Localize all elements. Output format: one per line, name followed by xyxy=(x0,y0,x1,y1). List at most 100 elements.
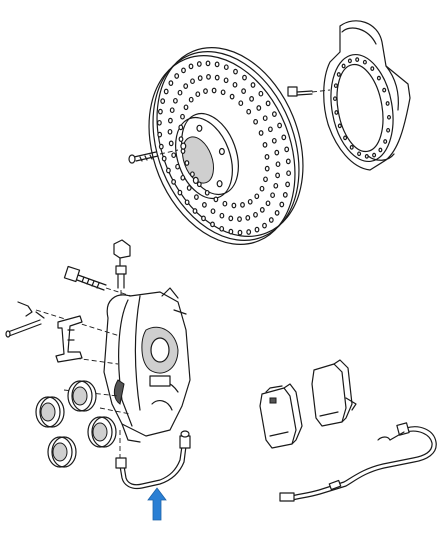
disc-hole xyxy=(172,97,178,104)
disc-hole xyxy=(171,179,177,185)
disc-hole xyxy=(256,105,262,111)
disc-hole xyxy=(262,115,268,122)
brake-pad-1 xyxy=(259,383,303,449)
blue-indicator-arrow xyxy=(147,487,167,521)
disc-hole xyxy=(233,68,238,75)
disc-hole xyxy=(273,182,279,189)
shield-hole xyxy=(337,123,342,129)
dust-shield-holes xyxy=(333,57,392,159)
disc-hole xyxy=(193,194,199,200)
shield-hole xyxy=(378,147,383,153)
hub-bolt-hole xyxy=(218,147,225,156)
disc-hole xyxy=(189,171,195,178)
disc-hole xyxy=(258,90,264,97)
disc-hole xyxy=(274,210,280,216)
disc-hole xyxy=(250,82,256,88)
disc-cross-drilled-holes xyxy=(156,60,292,236)
disc-hole xyxy=(263,176,268,183)
disc-hole xyxy=(258,130,264,136)
disc-hole xyxy=(219,225,225,232)
disc-hole xyxy=(157,108,163,115)
disc-hole xyxy=(192,208,198,214)
disc-hole xyxy=(228,215,234,222)
disc-hole xyxy=(272,111,277,117)
hub-bolt-hole xyxy=(196,124,203,132)
disc-hole xyxy=(157,131,163,138)
disc-hole xyxy=(165,167,171,174)
disc-hole xyxy=(180,113,185,120)
disc-hole xyxy=(279,201,285,208)
disc-hole xyxy=(254,226,260,233)
disc-hole xyxy=(246,108,252,115)
disc-hole xyxy=(246,229,252,235)
shield-hole xyxy=(341,63,346,69)
disc-hole xyxy=(184,160,190,166)
disc-hole xyxy=(205,60,211,67)
disc-hole xyxy=(167,128,173,135)
disc-hole xyxy=(201,202,207,208)
wear-sensor-cable xyxy=(279,422,437,502)
shield-hole xyxy=(386,127,391,133)
brake-pad-2 xyxy=(311,359,357,427)
disc-hole xyxy=(201,215,206,222)
disc-hole xyxy=(262,142,268,148)
brake-pads xyxy=(259,359,357,449)
disc-hole xyxy=(242,74,247,81)
disc-hole xyxy=(284,146,290,153)
disc-hole xyxy=(183,104,189,111)
disc-hole xyxy=(206,74,211,80)
disc-hole xyxy=(158,143,164,150)
disc-hole xyxy=(214,61,220,68)
disc-hole xyxy=(222,200,228,207)
disc-hole xyxy=(190,78,195,85)
disc-hole xyxy=(178,124,184,131)
shield-hole xyxy=(334,110,339,115)
disc-hole xyxy=(177,189,183,196)
disc-hole xyxy=(241,88,247,94)
caliper-mounting-bolt xyxy=(63,265,151,303)
disc-hole xyxy=(277,122,283,129)
hub-bolt-hole xyxy=(180,142,187,150)
disc-hole xyxy=(285,181,291,188)
disc-hole xyxy=(204,189,210,196)
disc-hole xyxy=(168,80,174,86)
disc-hole xyxy=(197,75,203,81)
disc-hole xyxy=(237,216,242,222)
disc-hole xyxy=(210,221,215,228)
retaining-pin xyxy=(5,301,45,338)
disc-hole xyxy=(238,100,244,107)
disc-hole xyxy=(282,192,288,198)
disc-hole xyxy=(253,118,259,125)
seal-ring-1 xyxy=(67,380,97,412)
brake-hose-line xyxy=(115,430,191,490)
shield-hole xyxy=(333,83,338,89)
shield-hole xyxy=(357,151,362,157)
disc-hole xyxy=(175,163,181,170)
disc-hole xyxy=(161,155,167,162)
disc-hole xyxy=(228,228,234,235)
shield-hole xyxy=(362,59,367,65)
disc-hole xyxy=(281,134,287,141)
disc-hole xyxy=(237,229,243,236)
disc-hole xyxy=(253,211,258,218)
disc-hole xyxy=(264,165,270,172)
seal-ring-3 xyxy=(87,416,117,448)
disc-hole xyxy=(180,174,186,181)
spreader-spring xyxy=(55,315,83,363)
disc-hole xyxy=(203,88,208,94)
shield-hole xyxy=(336,72,341,77)
disc-hole xyxy=(181,67,186,74)
disc-hole xyxy=(183,83,189,89)
disc-hole xyxy=(275,161,281,168)
shield-hole xyxy=(370,66,375,71)
disc-hole xyxy=(245,215,251,221)
disc-hole xyxy=(223,64,229,71)
disc-hole xyxy=(268,217,274,223)
disc-hole xyxy=(196,61,202,67)
bleeder-valve xyxy=(113,239,131,310)
hub-bolt-hole xyxy=(192,176,199,184)
shield-hole xyxy=(385,101,390,106)
disc-hole xyxy=(249,96,255,102)
